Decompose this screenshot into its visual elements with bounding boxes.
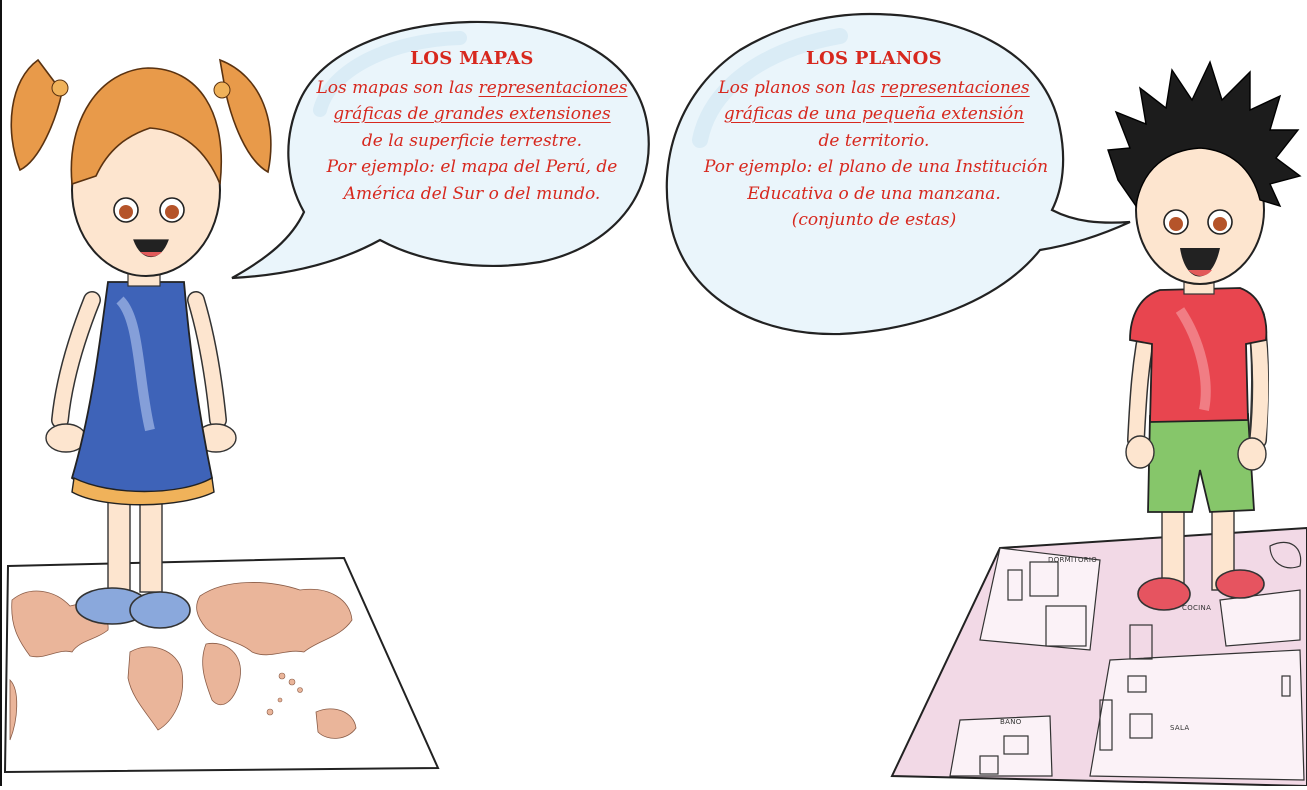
mapas-line-2: gráficas de grandes extensiones	[333, 104, 611, 124]
planos-line-3: de territorio.	[818, 130, 930, 151]
mapas-line-4: Por ejemplo: el mapa del Perú, de	[326, 157, 618, 177]
planos-line-1: Los planos son las representaciones	[704, 75, 1044, 102]
plan-label-sala: SALA	[1170, 724, 1190, 732]
mapas-title: LOS MAPAS	[410, 48, 534, 69]
planos-line-1-underlined: representaciones	[880, 77, 1030, 98]
plan-label-dormitorio: DORMITORIO	[1048, 556, 1098, 564]
mapas-line-1: Los mapas son las representaciones	[302, 75, 642, 102]
boy-character	[1107, 60, 1302, 611]
plan-label-cocina: COCINA	[1182, 604, 1212, 612]
speech-bubble-mapas	[231, 20, 650, 280]
world-map	[3, 556, 440, 774]
mapas-line-1-text: Los mapas son las	[316, 77, 479, 98]
planos-bubble-text: LOS PLANOS Los planos son las representa…	[704, 46, 1049, 234]
mapas-line-5: América del Sur o del mundo.	[343, 183, 601, 204]
speech-bubble-planos	[665, 12, 1131, 336]
girl-character	[10, 58, 272, 629]
plan-label-bano: BAÑO	[1000, 718, 1022, 726]
floor-plan	[890, 526, 1307, 788]
planos-line-5: Educativa o de una manzana.	[747, 183, 1001, 204]
mapas-bubble-text: LOS MAPAS Los mapas son las representaci…	[302, 46, 642, 207]
planos-line-4: Por ejemplo: el plano de una Institución	[704, 157, 1049, 177]
planos-title: LOS PLANOS	[806, 48, 942, 69]
page-left-border	[0, 0, 2, 786]
planos-line-1-text: Los planos son las	[718, 77, 881, 98]
mapas-line-3: de la superficie terrestre.	[361, 130, 583, 151]
planos-line-6: (conjunto de estas)	[791, 210, 957, 230]
planos-line-2: gráficas de una pequeña extensión	[723, 104, 1025, 124]
mapas-line-1-underlined: representaciones	[478, 77, 628, 98]
